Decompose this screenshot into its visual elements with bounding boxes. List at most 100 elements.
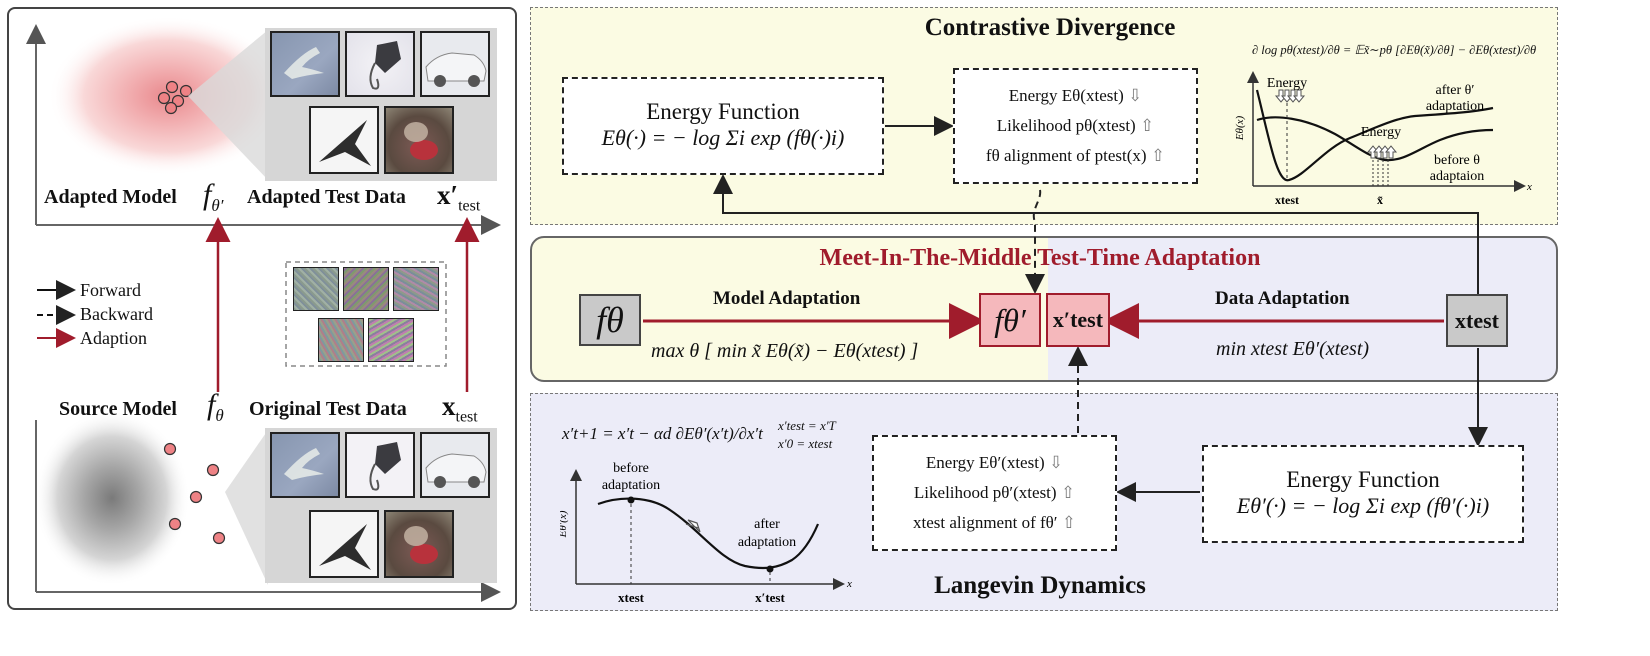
noise-thumb	[343, 267, 389, 311]
cd-energy-function-formula: Eθ(·) = − log Σi exp (fθ(·)i)	[601, 125, 845, 151]
cd-stats-box: Energy Eθ(xtest) ⇩ Likelihood pθ(xtest) …	[953, 68, 1198, 184]
cd-stat-energy: Energy Eθ(xtest) ⇩	[1008, 86, 1143, 106]
cd-energy-down-arrows	[1274, 89, 1306, 103]
bottom-zoom-wedge	[225, 430, 268, 585]
car-shape	[425, 453, 487, 488]
data-adaptation-label: Data Adaptation	[1215, 288, 1350, 309]
frog-shape	[369, 41, 401, 90]
source-model-label: Source Model	[59, 398, 177, 420]
cd-gradient-formula: ∂ log pθ(xtest)/∂θ = 𝔼x̃∼pθ [∂Eθ(x̃)/∂θ]…	[1252, 43, 1537, 57]
adapted-data-symbol: x′test	[437, 180, 481, 215]
source-samples	[163, 442, 226, 545]
thumb-bird-adapted	[270, 31, 340, 97]
car-shape	[425, 52, 487, 87]
x-test-box: xtest	[1446, 294, 1508, 347]
original-data-label: Original Test Data	[249, 398, 407, 420]
thumb-deer-original	[384, 510, 454, 578]
f-theta-prime-box: fθ′	[979, 293, 1041, 347]
up-arrow-icon: ⇧	[1060, 483, 1076, 503]
legend: Forward Backward Adaption	[80, 278, 153, 350]
thumb-airplane-adapted	[309, 106, 379, 174]
adapted-data-label: Adapted Test Data	[247, 186, 406, 208]
adapted-samples	[157, 80, 193, 115]
ld-after-2: adaptation	[738, 535, 796, 550]
thumb-frog-adapted	[345, 31, 415, 97]
airplane-shape	[319, 524, 371, 570]
mitm-panel	[530, 236, 1558, 382]
cd-energy-plot: Eθ(x) x Energy Energy after θ′ adaptatio…	[1235, 71, 1532, 207]
f-theta-label: fθ	[596, 300, 624, 340]
ld-energy-curve	[597, 497, 820, 570]
ld-stat-likelihood: Likelihood pθ′(xtest) ⇧	[913, 483, 1076, 503]
source-sample-point	[163, 442, 177, 456]
perturbation-box	[285, 261, 447, 367]
x-test-label: xtest	[1455, 307, 1499, 333]
original-data-symbol: xtest	[442, 391, 478, 426]
cd-after-label-1: after θ′	[1436, 83, 1475, 98]
thumb-car-adapted	[420, 31, 490, 97]
ld-energy-plot: Eθ′(x) x before adaptation after adaptat…	[560, 461, 852, 605]
noise-thumb	[318, 318, 364, 362]
source-model-symbol: fθ	[207, 388, 224, 425]
x-test-prime-label: x′test	[1052, 307, 1104, 332]
langevin-init-1: x′test = x′T	[778, 418, 836, 433]
f-theta-prime-label: fθ′	[994, 301, 1026, 338]
ld-descent-arrow-icon	[685, 519, 701, 533]
deer-shape	[404, 122, 438, 160]
legend-backward: Backward	[80, 303, 153, 324]
cd-before-curve	[1255, 89, 1494, 182]
legend-forward: Forward	[80, 279, 141, 300]
cd-plot-xlabel: x	[1526, 181, 1532, 193]
cd-before-label-2: adaptaion	[1430, 169, 1484, 184]
down-arrow-icon: ⇩	[1128, 86, 1143, 106]
cd-energy-function-box: Energy Function Eθ(·) = − log Σi exp (fθ…	[562, 77, 884, 175]
ld-stat-energy: Energy Eθ′(xtest) ⇩	[925, 453, 1064, 473]
cd-stat-alignment: fθ alignment of ptest(x) ⇧	[985, 145, 1166, 165]
cd-before-label-1: before θ	[1434, 153, 1480, 168]
ld-after-1: after	[754, 517, 780, 532]
down-arrow-icon: ⇩	[1048, 453, 1064, 473]
cd-plot-ylabel: Eθ(x)	[1235, 116, 1246, 142]
ld-stats-box: Energy Eθ′(xtest) ⇩ Likelihood pθ′(xtest…	[872, 435, 1117, 551]
source-density-blob	[34, 410, 190, 586]
cd-after-curve	[1256, 116, 1494, 162]
data-adaptation-objective: min xtest Eθ′(xtest)	[1216, 338, 1370, 360]
adapted-sample-point	[157, 91, 171, 105]
cd-energy-up-arrows	[1366, 145, 1398, 159]
bird-shape	[284, 448, 324, 480]
contrastive-divergence-title: Contrastive Divergence	[924, 14, 1176, 41]
thumb-car-original	[420, 432, 490, 498]
thumb-airplane-original	[309, 510, 379, 578]
noise-thumb	[293, 267, 339, 311]
x-test-prime-box: x′test	[1046, 293, 1110, 347]
thumb-frog-original	[345, 432, 415, 498]
up-arrow-icon: ⇧	[1139, 116, 1155, 136]
cd-xtilde-dashes	[1372, 156, 1389, 186]
cd-energy-function-title: Energy Function	[646, 99, 800, 125]
thumb-deer-adapted	[384, 106, 454, 174]
adapted-sample-point	[164, 101, 178, 115]
ld-energy-function-title: Energy Function	[1286, 467, 1440, 493]
cd-energy-label-left: Energy	[1267, 76, 1307, 91]
adapted-model-symbol: fθ′	[203, 178, 224, 215]
ld-point-before	[627, 496, 635, 504]
langevin-dynamics-title: Langevin Dynamics	[934, 572, 1146, 599]
langevin-init-2: x′0 = xtest	[778, 436, 833, 451]
up-arrow-icon: ⇧	[1150, 145, 1166, 165]
legend-adaption: Adaption	[80, 327, 147, 348]
model-adaptation-objective: max θ [ min x̃ Eθ(x̃) − Eθ(xtest) ]	[651, 340, 919, 362]
cd-tick-xtilde: x̃	[1377, 193, 1383, 207]
noise-thumb	[368, 318, 414, 362]
ld-before-2: adaptation	[602, 478, 660, 493]
cd-energy-label-right: Energy	[1361, 125, 1401, 140]
thumb-bird-original	[270, 432, 340, 498]
ld-energy-function-formula: Eθ′(·) = − log Σi exp (fθ′(·)i)	[1236, 493, 1490, 519]
cd-after-label-2: adaptation	[1426, 99, 1484, 114]
deer-shape	[404, 526, 438, 564]
model-adaptation-label: Model Adaptation	[713, 288, 861, 309]
bird-shape	[284, 47, 324, 79]
forward-path-top	[713, 174, 1479, 322]
cd-tick-xtest: xtest	[1275, 193, 1299, 207]
ld-energy-function-box: Energy Function Eθ′(·) = − log Σi exp (f…	[1202, 445, 1524, 543]
